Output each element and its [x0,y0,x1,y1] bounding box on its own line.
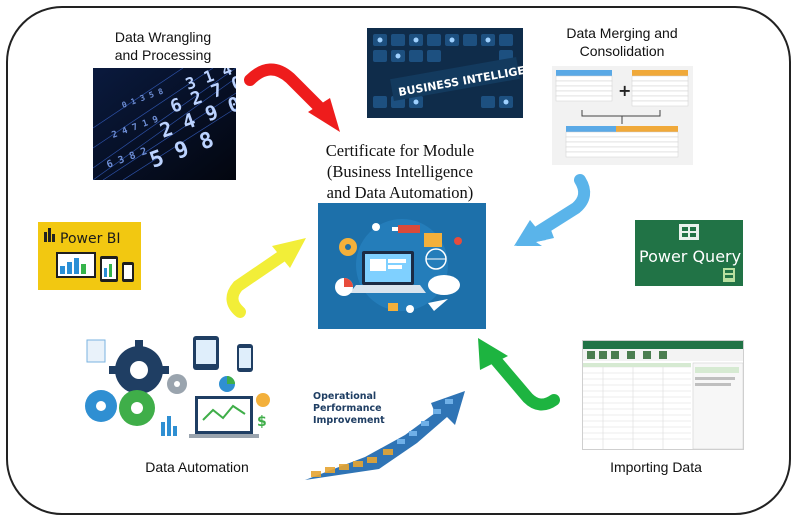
power-bi-text: Power BI [60,231,121,247]
label-data-merging: Data Merging and Consolidation [566,25,678,59]
gear-icon [109,340,169,400]
data-merging-image: + [552,66,693,165]
data-automation-image: $ [77,326,280,446]
power-bi-icon [44,228,55,242]
operational-text-3: Improvement [313,415,385,426]
operational-text-2: Performance [313,403,382,414]
label-data-wrangling: Data Wrangling and Processing [114,29,212,63]
svg-text:$: $ [257,414,267,430]
operational-text-1: Operational [313,391,376,402]
center-title: Certificate for Module (Business Intelli… [325,141,475,202]
operational-performance-image: Operational Performance Improvement [305,385,483,480]
power-query-icon [679,224,699,240]
data-wrangling-image: 3 1 4 6 2 7 0 2 4 9 0 5 9 8 0 1 3 5 8 2 … [93,68,236,180]
svg-text:+: + [618,81,631,100]
importing-data-image [582,340,744,450]
business-intelligence-image: BUSINESS INTELLIGENCE [367,28,523,118]
label-importing-data: Importing Data [610,459,702,475]
power-query-logo: Power Query [635,220,743,286]
rounded-frame [6,6,791,515]
label-data-automation: Data Automation [145,459,249,475]
power-bi-logo: Power BI [38,222,141,290]
power-query-text: Power Query [639,247,741,266]
center-illustration [318,203,486,329]
